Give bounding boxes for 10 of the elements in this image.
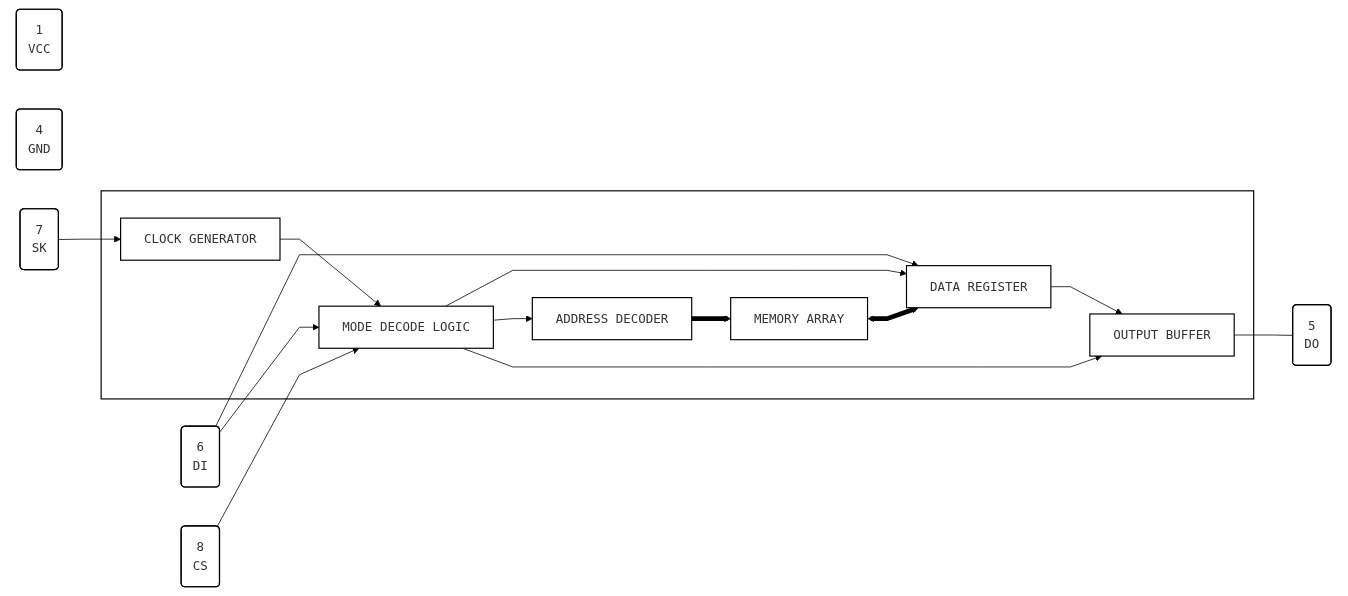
connector xyxy=(1234,334,1294,336)
node-box: ADDRESS DECODER xyxy=(532,297,693,341)
node-box: CLOCK GENERATOR xyxy=(120,217,281,261)
node-box: DATA REGISTER xyxy=(906,265,1052,309)
node-box: MEMORY ARRAY xyxy=(730,297,869,341)
arrow xyxy=(692,315,732,323)
node-box: OUTPUT BUFFER xyxy=(1089,313,1236,357)
node-box: MODE DECODE LOGIC xyxy=(318,305,495,349)
arrow xyxy=(867,306,919,323)
cluster xyxy=(100,190,1255,400)
